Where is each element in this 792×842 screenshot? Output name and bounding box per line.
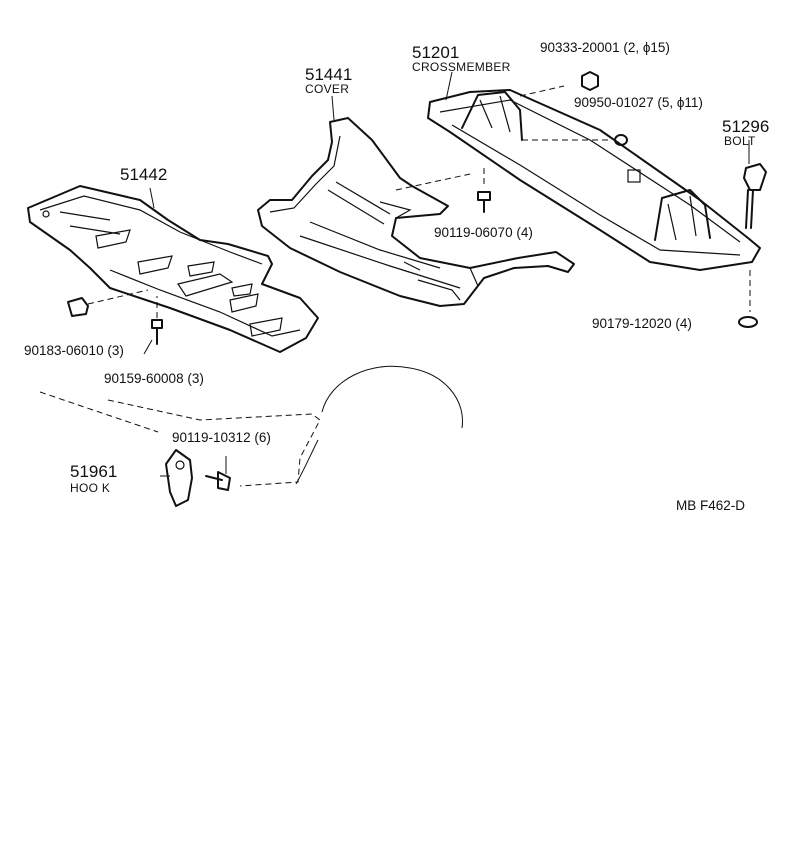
- grommet-icon: [614, 134, 628, 146]
- lower-cover-part: [27, 185, 319, 353]
- bolt-icon: [477, 163, 767, 229]
- lower-cover-number: 51442: [120, 165, 167, 184]
- hook-part: [165, 449, 193, 507]
- cover-part: [257, 117, 575, 307]
- washer-label: 90179-12020 (4): [592, 316, 692, 331]
- nut-label: 90333-20001 (2, ϕ15): [540, 40, 670, 55]
- hook-number: 51961: [70, 462, 117, 481]
- cover-number: 51441: [305, 65, 352, 84]
- crossmember-number: 51201: [412, 43, 459, 62]
- cover-name: COVER: [305, 82, 349, 96]
- bolt-name: BOLT: [724, 134, 756, 148]
- crossmember-part: [427, 89, 761, 271]
- vehicle-outline: [39, 365, 463, 487]
- clip-icon: [67, 297, 89, 317]
- clip-label: 90183-06010 (3): [24, 343, 124, 358]
- washer-icon: [738, 316, 758, 328]
- grommet-label: 90950-01027 (5, ϕ11): [574, 95, 703, 110]
- nut-icon: [581, 71, 599, 91]
- screw-label: 90159-60008 (3): [104, 371, 204, 386]
- crossmember-name: CROSSMEMBER: [412, 60, 511, 74]
- hook-bolt-label: 90119-10312 (6): [172, 430, 271, 445]
- footer-code: MB F462-D: [676, 498, 745, 513]
- hook-name: HOO K: [70, 481, 110, 495]
- bolt-cover-label: 90119-06070 (4): [434, 225, 533, 240]
- leader-lines: [87, 71, 751, 477]
- screw-icon: [151, 319, 231, 491]
- bolt-number: 51296: [722, 117, 769, 136]
